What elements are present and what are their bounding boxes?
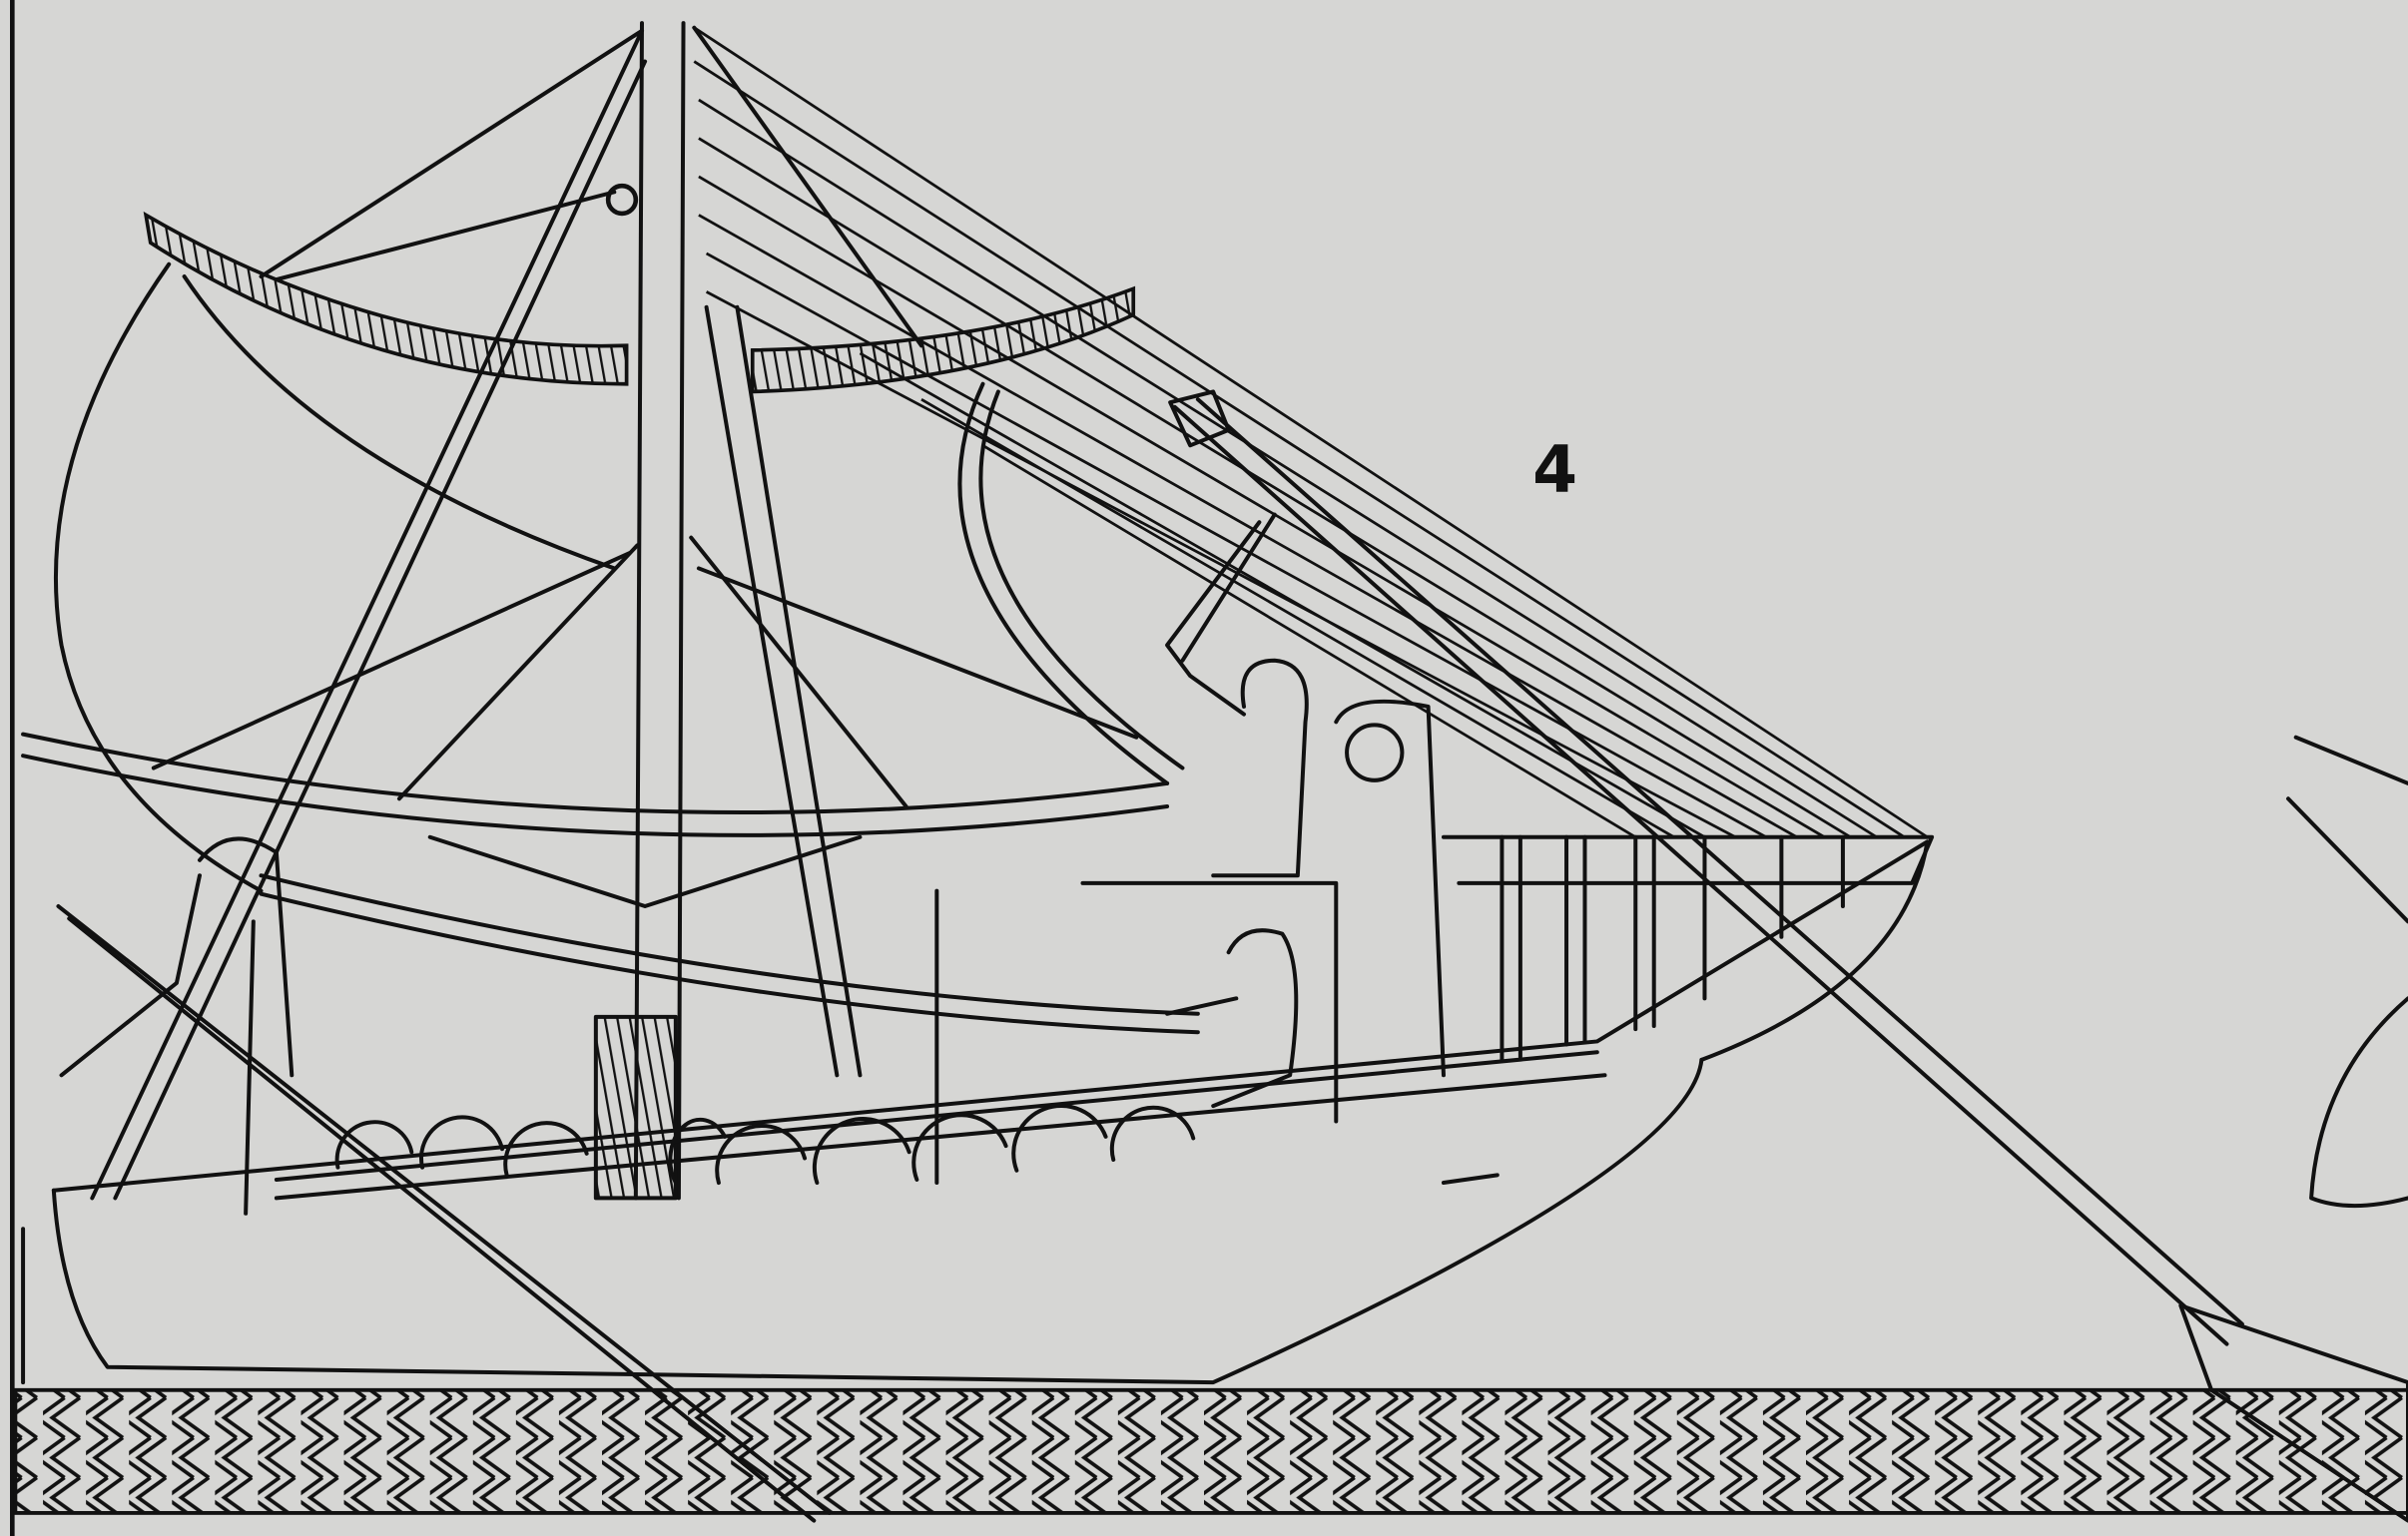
hull [21,839,1930,1385]
crew-figures [59,520,1309,1216]
figure-number: 4 [1532,432,1577,507]
water-band [13,1387,2408,1515]
adjacent-ship-fragment [2286,735,2408,1209]
rower-heads [334,1104,1196,1186]
deckhouse [934,699,1446,1186]
striped-sail [693,26,1929,838]
